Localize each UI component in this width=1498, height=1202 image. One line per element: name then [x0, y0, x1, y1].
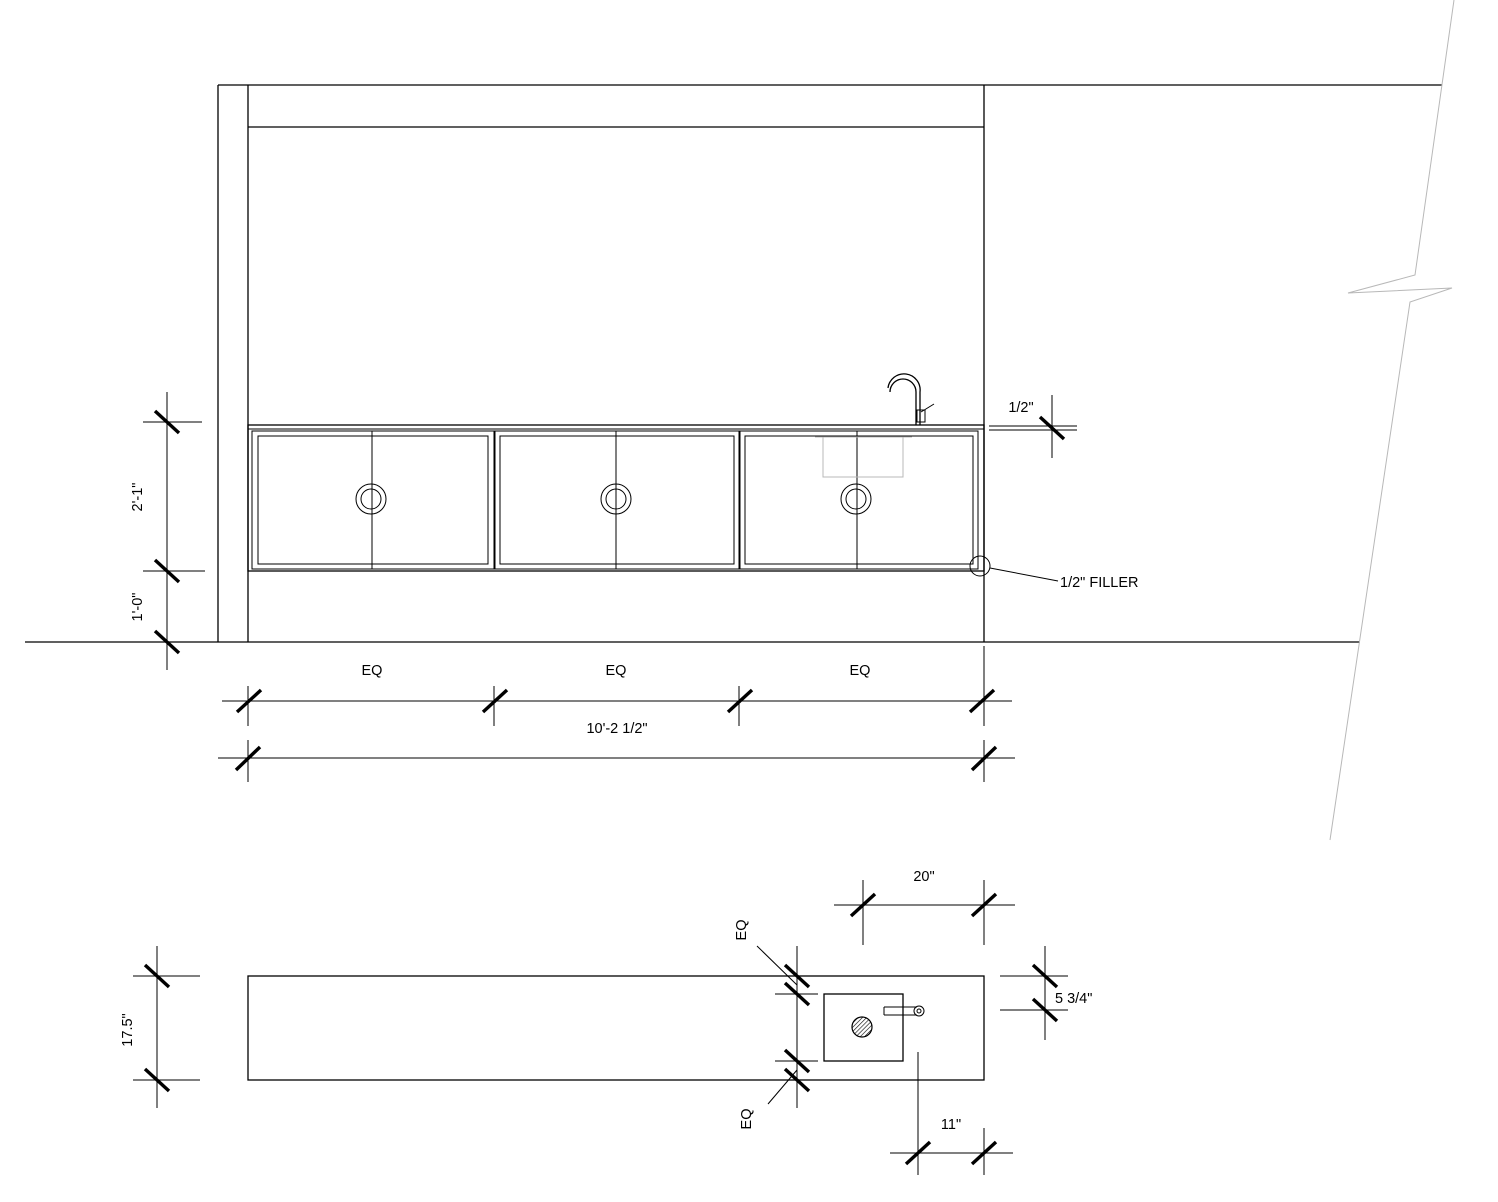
sink-end-offset-dimension: 11" [890, 1052, 1013, 1175]
faucet-offset-label: 5 3/4" [1055, 991, 1092, 1007]
base-cabinet-run [247, 424, 985, 572]
cabinet-unit [739, 430, 979, 570]
overall-width-dimension: 10'-2 1/2" [218, 721, 1015, 782]
countertop-outline [247, 975, 985, 1081]
eq-bottom-label: EQ [739, 1109, 755, 1130]
sink-eq-dimension: EQ EQ [734, 920, 818, 1130]
wall-outline [217, 84, 1442, 642]
sink-width-label: 20" [913, 869, 934, 885]
sink-width-dimension: 20" [834, 869, 1015, 945]
equal-segment-dimension: EQ EQ EQ [222, 646, 1012, 726]
break-line [1329, 0, 1455, 841]
eq-top-label: EQ [734, 920, 750, 941]
door-pull-icon [600, 483, 632, 515]
faucet-plan-icon [883, 1005, 925, 1017]
sink-end-offset-label: 11" [941, 1117, 961, 1133]
segment-label-2: EQ [606, 663, 627, 679]
filler-callout: 1/2" FILLER [969, 555, 1139, 591]
depth-dimension: 17.5" [120, 946, 200, 1108]
cabinet-unit [251, 430, 495, 570]
upper-height-label: 2'-1" [130, 483, 146, 512]
drain-icon [851, 1016, 873, 1038]
depth-label: 17.5" [120, 1013, 136, 1046]
toe-kick-height-label: 1'-0" [130, 593, 146, 622]
cabinet-unit [494, 430, 740, 570]
segment-label-3: EQ [850, 663, 871, 679]
door-pull-icon [840, 483, 872, 515]
top-offset-label: 1/2" [1008, 400, 1033, 416]
faucet-icon [887, 373, 935, 425]
door-pull-icon [355, 483, 387, 515]
vertical-dimension: 2'-1" 1'-0" [130, 392, 205, 670]
segment-label-1: EQ [362, 663, 383, 679]
cabinet-elevation: 2'-1" 1'-0" 1/2" 1/2" FILLER [25, 0, 1455, 841]
filler-callout-label: 1/2" FILLER [1060, 575, 1139, 591]
faucet-offset-dimension: 5 3/4" [1000, 946, 1092, 1040]
countertop-plan: 17.5" 20" EQ EQ [120, 869, 1092, 1175]
sink-plan [823, 993, 925, 1062]
overall-width-label: 10'-2 1/2" [586, 721, 647, 737]
top-offset-dimension: 1/2" [989, 395, 1077, 458]
sink-hidden-line [815, 436, 912, 478]
